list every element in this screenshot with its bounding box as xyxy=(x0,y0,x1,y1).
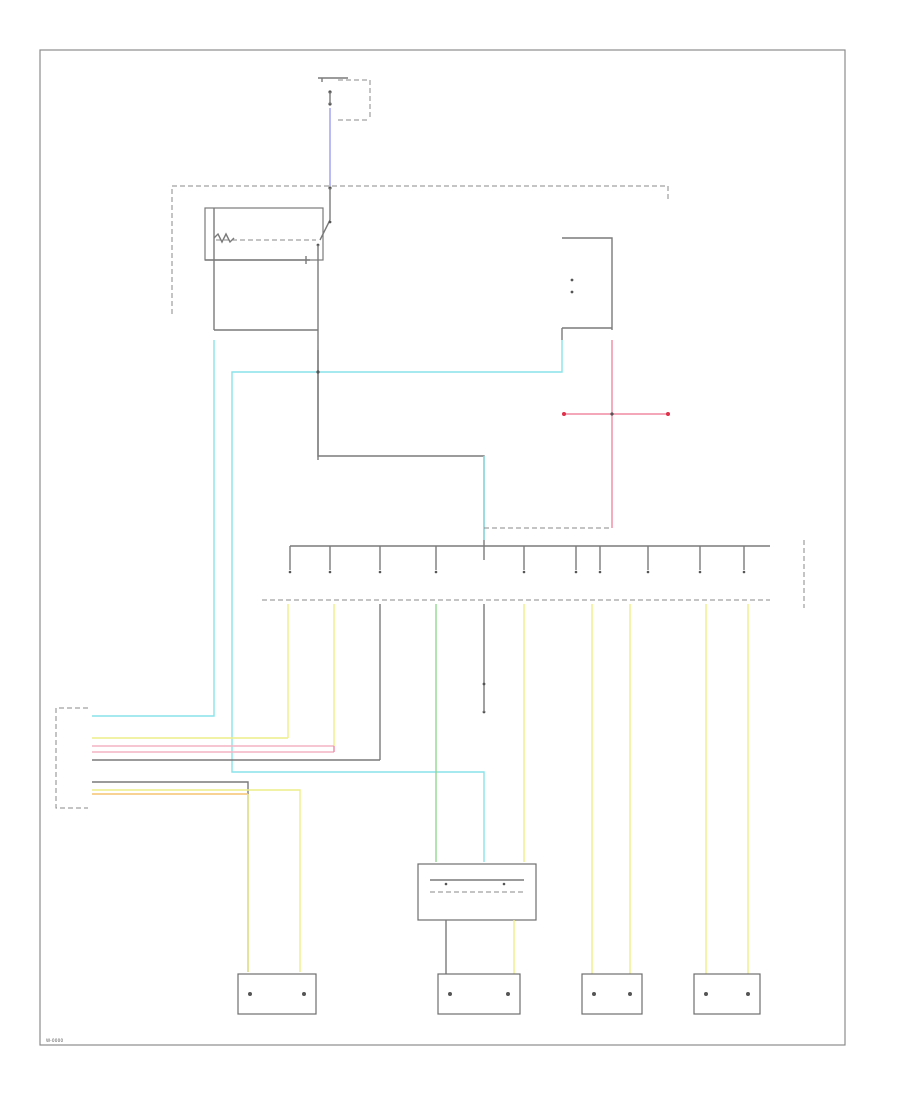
accessory-relay xyxy=(204,188,332,460)
top-fuse-block xyxy=(318,77,371,121)
figure-id: W-0000 xyxy=(46,1038,63,1043)
ground-symbol xyxy=(482,682,486,714)
motor-left-front xyxy=(237,973,317,1015)
motor-right-front xyxy=(437,973,521,1015)
fuse-right xyxy=(561,237,613,340)
motor-right-rear xyxy=(693,973,761,1015)
right-window-switch xyxy=(417,863,537,976)
power-window-switch-bank xyxy=(262,540,805,608)
module-dashed-box xyxy=(171,185,669,314)
diagram-frame xyxy=(39,49,846,1046)
wire-gray-mid xyxy=(317,350,485,540)
motor-left-rear xyxy=(581,973,643,1015)
wire-cyan-mid xyxy=(231,340,563,862)
left-connector-block xyxy=(55,707,380,972)
wire-cyan-left xyxy=(92,340,215,717)
